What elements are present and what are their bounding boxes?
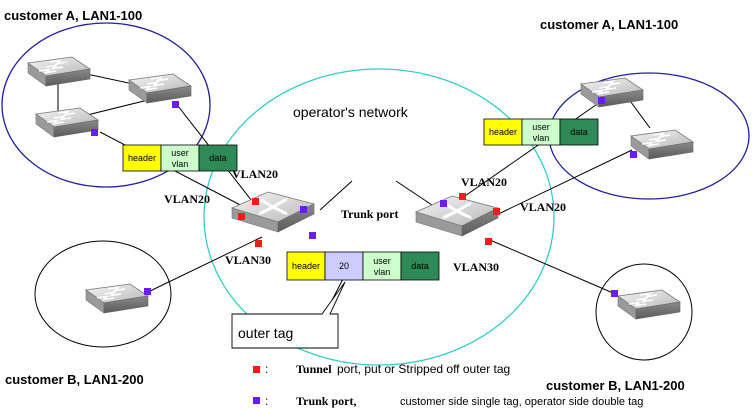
frame-left-vlan: vlan — [172, 159, 189, 169]
legend-trunk-text: customer side single tag, operator side … — [400, 396, 643, 408]
tunnel-port-marker — [238, 213, 245, 220]
frame-middle-header: header — [292, 261, 320, 271]
tunnel-port-marker — [252, 198, 259, 205]
customer-label-top-right: customer A, LAN1-100 — [540, 17, 678, 32]
frame-right-user: user — [532, 122, 550, 132]
frame-right-header: header — [489, 127, 517, 137]
trunk-port-marker — [611, 290, 618, 297]
trunk-port-marker — [300, 206, 307, 213]
vlan-label-left-lower: VLAN30 — [225, 253, 271, 267]
frame-customer-left — [122, 144, 238, 172]
frame-left-user: user — [171, 148, 189, 158]
customer-a-left-switch-2 — [128, 73, 192, 104]
frame-middle-user: user — [373, 256, 391, 266]
trunk-port-marker — [91, 129, 98, 136]
legend-tunnel-colon: : — [265, 362, 268, 376]
frame-left-data: data — [209, 153, 227, 163]
customer-a-right-switch-1 — [580, 77, 644, 108]
frame-right-data: data — [570, 127, 588, 137]
operator-network-circle — [203, 68, 555, 366]
outer-tag-callout — [231, 281, 346, 349]
customer-label-bottom-left: customer B, LAN1-200 — [5, 372, 144, 387]
customer-a-right-switch-2 — [630, 129, 694, 160]
frame-operator-double-tag — [286, 251, 440, 281]
customer-label-top-left: customer A, LAN1-100 — [4, 8, 142, 23]
legend-trunk-colon: : — [265, 394, 268, 408]
customer-a-left-switch-3 — [35, 107, 99, 138]
frame-customer-right — [483, 118, 599, 146]
vlan-label-left-mid: VLAN20 — [164, 192, 210, 206]
tunnel-port-marker — [493, 208, 500, 215]
trunk-port-marker — [309, 232, 316, 239]
legend-tunnel-text: port, put or Stripped off outer tag — [337, 362, 510, 376]
vlan-label-right-lower: VLAN30 — [453, 260, 499, 274]
customer-b-right-switch — [617, 289, 681, 320]
tunnel-port-marker — [459, 193, 466, 200]
tunnel-port-marker — [255, 240, 262, 247]
customer-b-right-circle — [595, 263, 693, 361]
legend-tunnel-title: Tunnel — [296, 362, 332, 376]
vlan-label-right-mid: VLAN20 — [520, 200, 566, 214]
port-markers — [91, 97, 637, 297]
customer-b-left-circle — [34, 240, 172, 348]
trunk-port-marker — [598, 97, 605, 104]
vlan-label-right-upper: VLAN20 — [461, 175, 507, 189]
outer-tag-label: outer tag — [238, 325, 293, 341]
operator-network-label: operator's network — [293, 104, 409, 120]
tunnel-port-marker — [485, 238, 492, 245]
frame-middle-outer-tag: 20 — [339, 261, 349, 271]
frame-middle-vlan: vlan — [374, 267, 391, 277]
legend-trunk-marker — [253, 397, 260, 404]
trunk-port-marker — [440, 200, 447, 207]
customer-label-bottom-right: customer B, LAN1-200 — [546, 378, 685, 393]
frame-right-vlan: vlan — [533, 133, 550, 143]
trunk-port-label: Trunk port — [341, 207, 398, 221]
trunk-port-marker — [630, 151, 637, 158]
customer-a-left-circle — [1, 22, 211, 188]
legend-trunk-title: Trunk port, — [296, 394, 356, 408]
customer-b-left-switch — [85, 283, 149, 314]
frame-left-header: header — [128, 153, 156, 163]
customer-a-left-switch-1 — [27, 56, 91, 87]
frame-middle-data: data — [411, 261, 429, 271]
trunk-port-marker — [172, 101, 179, 108]
legend-tunnel-marker — [253, 366, 260, 373]
vlan-label-left-upper: VLAN20 — [232, 167, 278, 181]
trunk-port-marker — [144, 288, 151, 295]
